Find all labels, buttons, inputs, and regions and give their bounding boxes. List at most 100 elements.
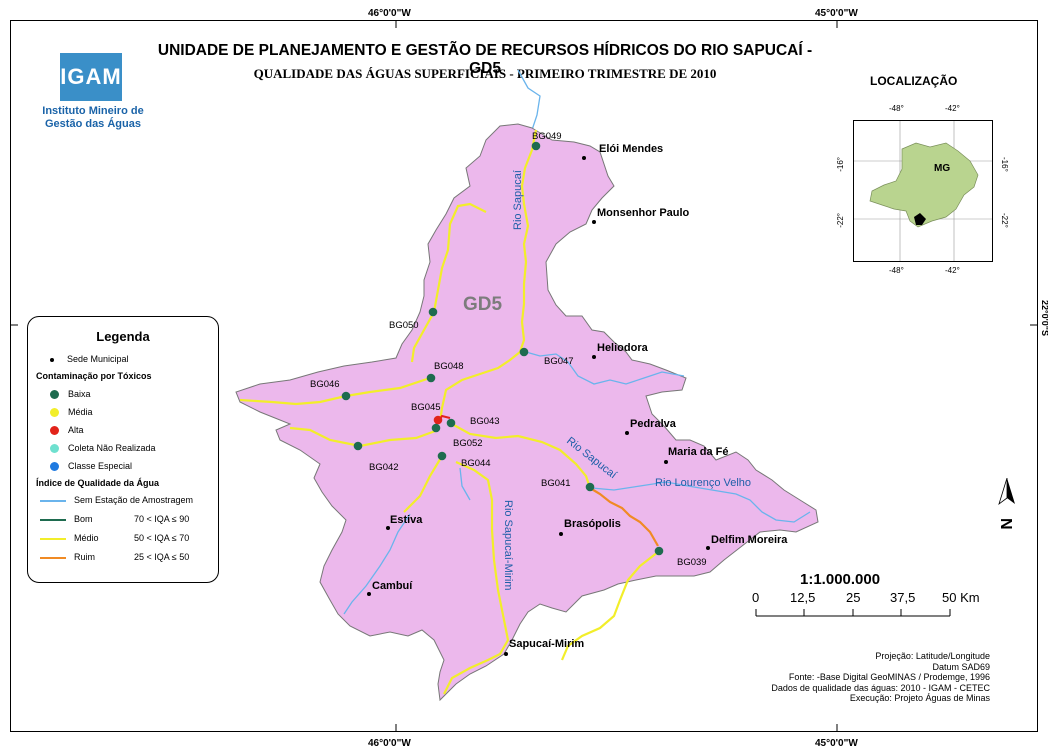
tributary-bg044 [403,455,443,513]
station-bg042[interactable] [353,441,363,451]
credit-line: Fonte: -Base Digital GeoMINAS / Prodemge… [788,672,990,682]
tributary-bg050 [410,202,487,363]
city-eloi-mendes: Elói Mendes [599,143,664,155]
rio-sapucai-mid [438,351,521,423]
station-bg045[interactable] [433,415,443,425]
city-point [559,532,563,536]
dot-icon [50,444,59,454]
map-subtitle: QUALIDADE DAS ÁGUAS SUPERFICIAIS - PRIME… [253,66,717,81]
rio-lourenco-velho [591,481,811,523]
legend-iqa-range: 25 < IQA ≤ 50 [134,552,190,562]
legend-iqa-label: Bom [74,514,93,524]
north-arrow-head-outline [998,477,1008,506]
station-bg046[interactable] [341,391,351,401]
location-title: LOCALIZAÇÃO [870,74,958,88]
credit-line: Execução: Projeto Águas de Minas [849,693,990,703]
legend: Legenda Sede Municipal Contaminação por … [27,316,219,583]
dot-icon [50,462,59,472]
igam-logo-line1: Instituto Mineiro de [42,105,144,117]
station-bg039[interactable] [654,546,664,556]
credit-line: Dados de qualidade das águas: 2010 - IGA… [771,682,990,693]
scale-tick-label: 0 [752,590,760,605]
line-swatch-icon [40,518,66,521]
legend-tox-label: Classe Especial [68,461,133,471]
station-bg041[interactable] [585,482,595,492]
graticule-label-bottom-left: 46°0'0"W [368,738,411,749]
river-heliodora [525,351,685,385]
igam-logo-line2: Gestão das Águas [45,118,141,130]
iqa-ruim-river [589,487,659,547]
unmonitored-rivers [343,351,811,615]
dot-icon [50,426,59,436]
inset-lon-bottom-left: -48° [889,266,904,275]
inset-lat-right-top: -16° [1000,157,1009,172]
igam-logo: IGAM Instituto Mineiro de Gestão das Águ… [38,53,158,143]
legend-iqa-item: Sem Estação de Amostragem [40,493,193,507]
inset-lon-top-right: -42° [945,104,960,113]
iqa-medio-rivers [239,129,659,695]
scale-ratio: 1:1.000.000 [800,571,881,588]
legend-tox-item: Coleta Não Realizada [50,441,156,455]
inset-lon-bottom-right: -42° [945,266,960,275]
city-pedralva: Pedralva [630,418,676,430]
station-bg044[interactable] [437,451,447,461]
city-point [504,652,508,656]
legend-tox-label: Alta [68,425,84,435]
city-cambui: Cambuí [372,580,413,592]
city-points [367,156,710,656]
scale-bar [755,609,951,617]
legend-tox-item: Média [50,405,93,419]
label-bg048: BG048 [434,361,464,372]
station-bg052[interactable] [431,423,441,433]
legend-title: Legenda [96,329,150,344]
city-point [592,355,596,359]
river-cambui [343,513,411,615]
graticule-label-top-right: 45°0'0"W [815,8,858,19]
legend-iqa-title: Índice de Qualidade da Água [36,478,160,488]
legend-iqa-label: Ruim [74,552,96,562]
scale-tick-label: 12,5 [790,590,816,605]
legend-iqa-item: Ruim 25 < IQA ≤ 50 [40,550,189,564]
station-bg049[interactable] [531,141,541,151]
city-point [592,220,596,224]
line-swatch-icon [40,537,66,540]
graticule-label-right: 22°0'0"S [1040,300,1048,337]
station-bg050[interactable] [428,307,438,317]
river-outflow [517,69,541,131]
city-point [625,431,629,435]
river-delfim [560,551,659,661]
station-bg043[interactable] [446,418,456,428]
label-bg043: BG043 [470,416,500,427]
location-inset: MG [853,120,993,262]
graticule-label-top-left: 46°0'0"W [368,8,411,19]
city-monsenhor-paulo: Monsenhor Paulo [597,207,690,219]
legend-tox-item: Alta [50,423,84,437]
label-bg049: BG049 [532,131,562,142]
graticule-label-bottom-right: 45°0'0"W [815,738,858,749]
inset-lat-right-bottom: -22° [1000,213,1009,228]
city-sapucai-mirim: Sapucaí-Mirim [509,638,585,650]
legend-tox-label: Coleta Não Realizada [68,443,156,453]
north-arrow-icon: N [997,477,1015,530]
rio-sapucai-mirim [443,460,510,695]
label-bg050: BG050 [389,320,419,331]
legend-iqa-range: 50 < IQA ≤ 70 [134,533,190,543]
inset-lat-left-top: -16° [836,157,845,172]
station-bg047[interactable] [519,347,529,357]
city-brasopolis: Brasópolis [564,518,621,530]
label-bg044: BG044 [461,458,491,469]
credit-line: Datum SAD69 [932,661,990,672]
station-bg048[interactable] [426,373,436,383]
legend-tox-title: Contaminação por Tóxicos [36,371,152,381]
inset-state-label: MG [934,163,950,174]
north-arrow-head [1007,478,1015,504]
line-swatch-icon [40,556,66,559]
label-rio-sapucai-north: Rio Sapucaí [512,170,524,230]
line-swatch-icon [40,499,66,502]
credit-line: Projeção: Latitude/Longitude [875,651,990,661]
label-bg042: BG042 [369,462,399,473]
credits-block: Projeção: Latitude/Longitude Datum SAD69… [690,651,990,704]
north-arrow: N [995,477,1019,553]
city-point [386,526,390,530]
